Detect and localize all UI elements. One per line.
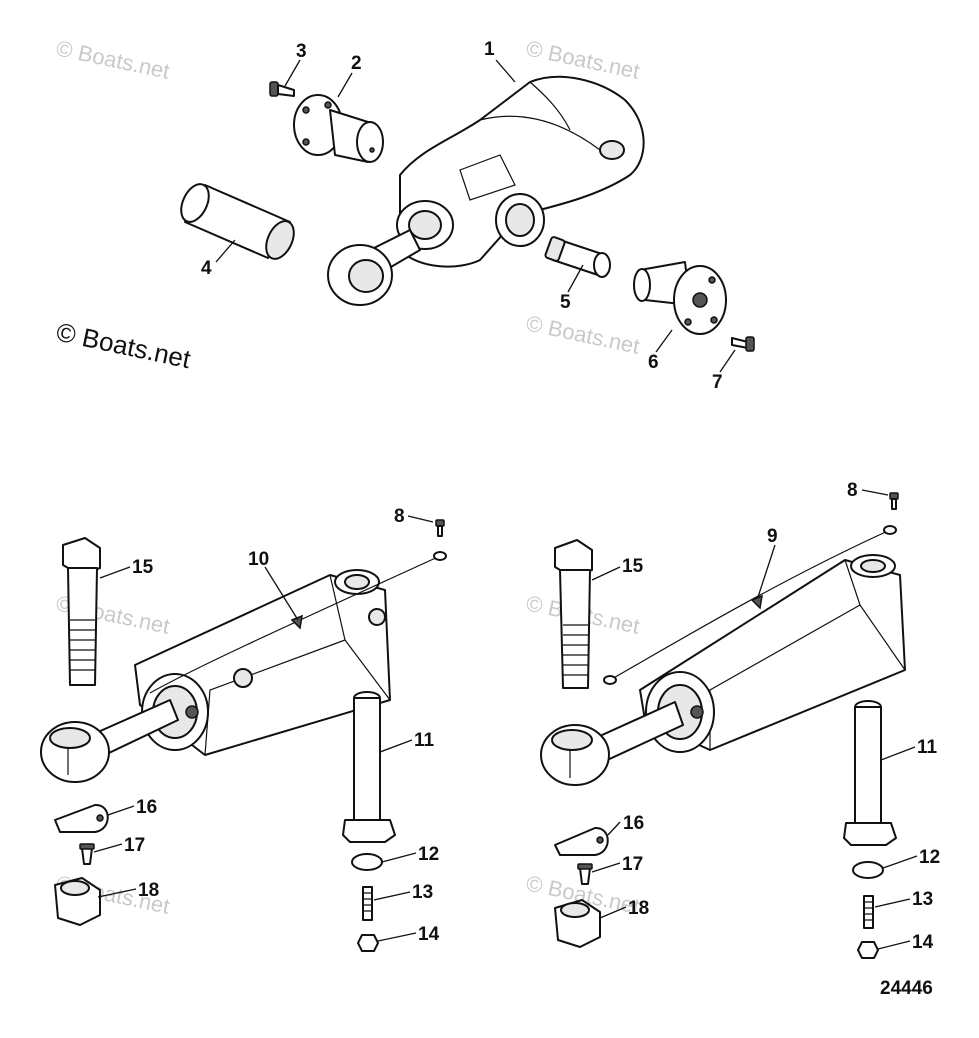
callout-18-left: 18 bbox=[138, 880, 159, 901]
part-12-washer-left bbox=[351, 853, 383, 871]
part-15-bolt-left bbox=[62, 537, 101, 686]
watermark-prominent: © Boats.net bbox=[54, 317, 194, 375]
watermark: © Boats.net bbox=[524, 310, 642, 358]
callout-16-left: 16 bbox=[136, 797, 157, 818]
callout-2: 2 bbox=[351, 53, 362, 74]
watermark: © Boats.net bbox=[524, 35, 642, 83]
callout-14-left: 14 bbox=[418, 924, 440, 945]
callout-17-right: 17 bbox=[622, 854, 643, 875]
callout-5: 5 bbox=[560, 292, 571, 313]
part-9-steering-cylinder-right bbox=[540, 554, 906, 786]
part-17-screw-right bbox=[577, 863, 593, 885]
callout-12-right: 12 bbox=[919, 847, 940, 868]
callout-13-right: 13 bbox=[912, 889, 933, 910]
callout-18-right: 18 bbox=[628, 898, 649, 919]
callout-15-left: 15 bbox=[132, 557, 154, 578]
part-10-steering-cylinder-left bbox=[40, 569, 391, 783]
callout-13-left: 13 bbox=[412, 882, 433, 903]
part-13-stud-left bbox=[362, 886, 373, 921]
watermark: © Boats.net bbox=[54, 35, 172, 83]
part-14-nut-right bbox=[857, 941, 879, 959]
callout-14-right: 14 bbox=[912, 932, 934, 953]
callout-8-right: 8 bbox=[847, 480, 858, 501]
part-18-nut-right bbox=[554, 899, 601, 948]
callout-1: 1 bbox=[484, 39, 495, 60]
part-15-bolt-right bbox=[554, 539, 593, 689]
part-11-pin-left bbox=[342, 691, 396, 843]
callout-3: 3 bbox=[296, 41, 307, 62]
part-8-screw-left bbox=[435, 519, 445, 537]
part-4-sleeve bbox=[180, 183, 295, 260]
callout-10: 10 bbox=[248, 549, 269, 570]
part-18-nut-left bbox=[54, 877, 101, 926]
part-8-screw-right bbox=[889, 492, 899, 510]
callout-15-right: 15 bbox=[622, 556, 644, 577]
callout-11-right: 11 bbox=[917, 737, 938, 758]
part-16-tab-right bbox=[554, 826, 609, 856]
callout-6: 6 bbox=[648, 352, 659, 373]
part-12-washer-right bbox=[852, 861, 884, 879]
part-5-fitting bbox=[544, 236, 611, 278]
part-7-screw bbox=[731, 336, 755, 352]
part-9-wire-right bbox=[603, 525, 897, 685]
callout-4: 4 bbox=[201, 258, 212, 279]
callout-11-left: 11 bbox=[414, 730, 435, 751]
callout-17-left: 17 bbox=[124, 835, 145, 856]
part-1-steering-cylinder-housing bbox=[327, 75, 645, 306]
callout-16-right: 16 bbox=[623, 813, 644, 834]
callout-7: 7 bbox=[712, 372, 723, 393]
part-6-end-cap bbox=[633, 261, 727, 335]
callout-12-left: 12 bbox=[418, 844, 439, 865]
part-17-screw-left bbox=[79, 843, 95, 865]
part-11-pin-right bbox=[843, 700, 897, 846]
part-16-tab-left bbox=[54, 803, 109, 833]
part-13-stud-right bbox=[863, 895, 874, 929]
drawing-number: 24446 bbox=[880, 978, 933, 999]
callout-9: 9 bbox=[767, 526, 778, 547]
part-3-screw bbox=[269, 81, 295, 97]
part-14-nut-left bbox=[357, 934, 379, 952]
callout-8-left: 8 bbox=[394, 506, 405, 527]
leader-lines bbox=[93, 59, 918, 950]
part-2-end-cap bbox=[293, 94, 384, 163]
